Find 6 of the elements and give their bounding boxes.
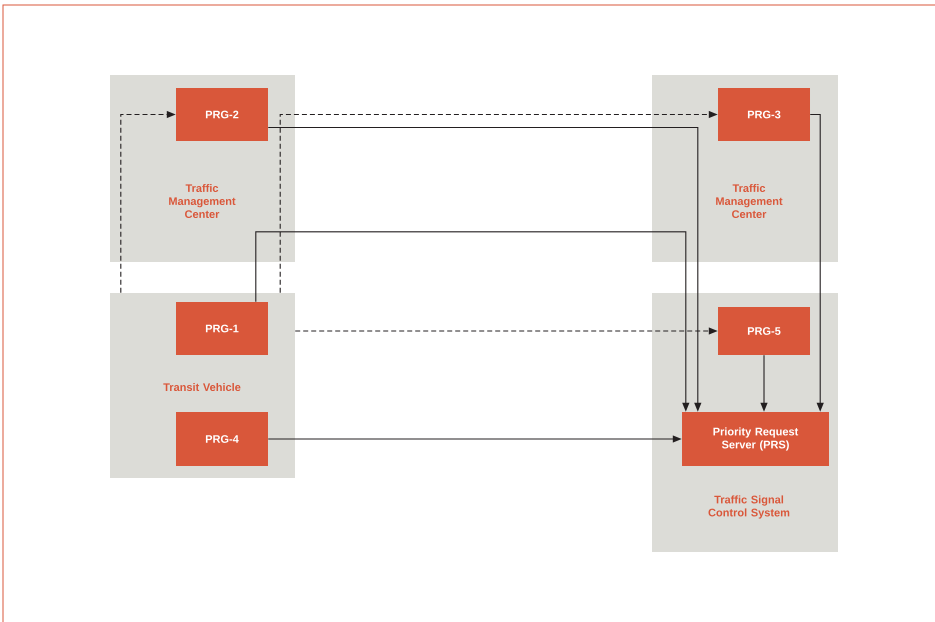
process-box: PRG-2 bbox=[176, 88, 268, 141]
process-box: PRG-3 bbox=[718, 88, 810, 141]
process-box: PRG-1 bbox=[176, 302, 268, 355]
process-box: PRG-5 bbox=[718, 307, 810, 355]
process-box: PRG-4 bbox=[176, 412, 268, 466]
process-box: Priority Request Server (PRS) bbox=[682, 412, 829, 466]
